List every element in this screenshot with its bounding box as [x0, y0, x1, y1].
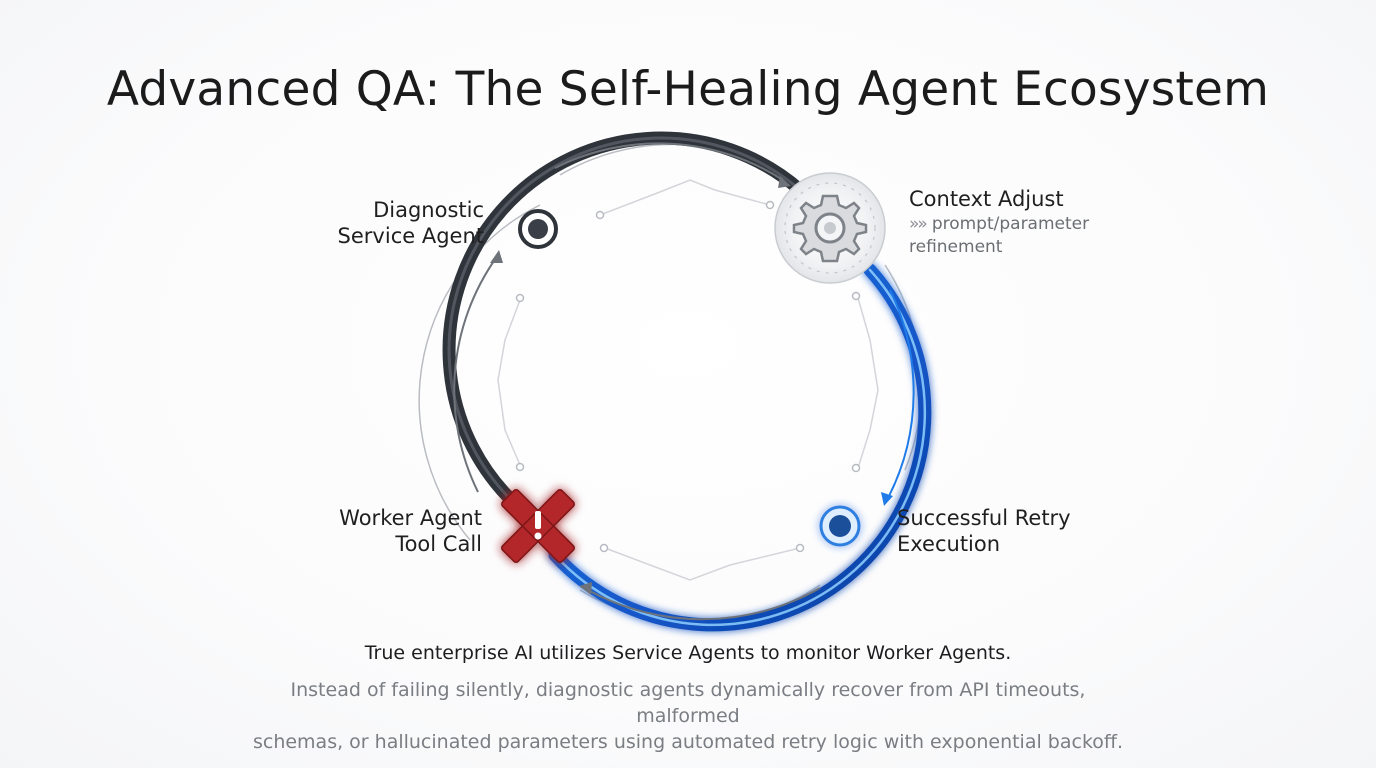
- retry-label-line1: Successful Retry: [897, 506, 1071, 530]
- success-node-icon: [819, 505, 861, 547]
- caption-main: True enterprise AI utilizes Service Agen…: [364, 642, 1012, 664]
- retry-label-line2: Execution: [897, 532, 1001, 556]
- chevrons-icon: »»: [909, 214, 928, 234]
- failure-x-icon: [501, 489, 575, 563]
- circuit-dots: [515, 200, 861, 553]
- worker-agent-label: Worker Agent Tool Call: [282, 505, 482, 557]
- dark-ring-segment: [442, 131, 807, 517]
- inner-circuit-lines: [497, 179, 879, 581]
- page-title: Advanced QA: The Self-Healing Agent Ecos…: [106, 62, 1270, 117]
- caption-sub: Instead of failing silently, diagnostic …: [238, 677, 1138, 755]
- gear-icon: [774, 172, 886, 284]
- caption-sub-line2: schemas, or hallucinated parameters usin…: [252, 731, 1124, 753]
- context-adjust-label: Context Adjust: [909, 187, 1064, 211]
- context-sub-line2: refinement: [909, 237, 1003, 257]
- successful-retry-label: Successful Retry Execution: [897, 505, 1157, 557]
- diagnostic-agent-label: Diagnostic Service Agent: [284, 197, 484, 249]
- caption-sub-line1: Instead of failing silently, diagnostic …: [290, 679, 1086, 727]
- context-sub-line1: prompt/parameter: [931, 214, 1090, 234]
- worker-label-line1: Worker Agent: [339, 506, 482, 530]
- diagnostic-label-line2: Service Agent: [337, 224, 484, 248]
- flow-arrows: [453, 142, 915, 621]
- diagnostic-node-icon: [518, 209, 558, 249]
- blue-ring-segment: [548, 263, 932, 632]
- context-adjust-sublabel: »»prompt/parameter refinement: [909, 213, 1169, 259]
- worker-label-line2: Tool Call: [395, 532, 482, 556]
- diagnostic-label-line1: Diagnostic: [373, 198, 484, 222]
